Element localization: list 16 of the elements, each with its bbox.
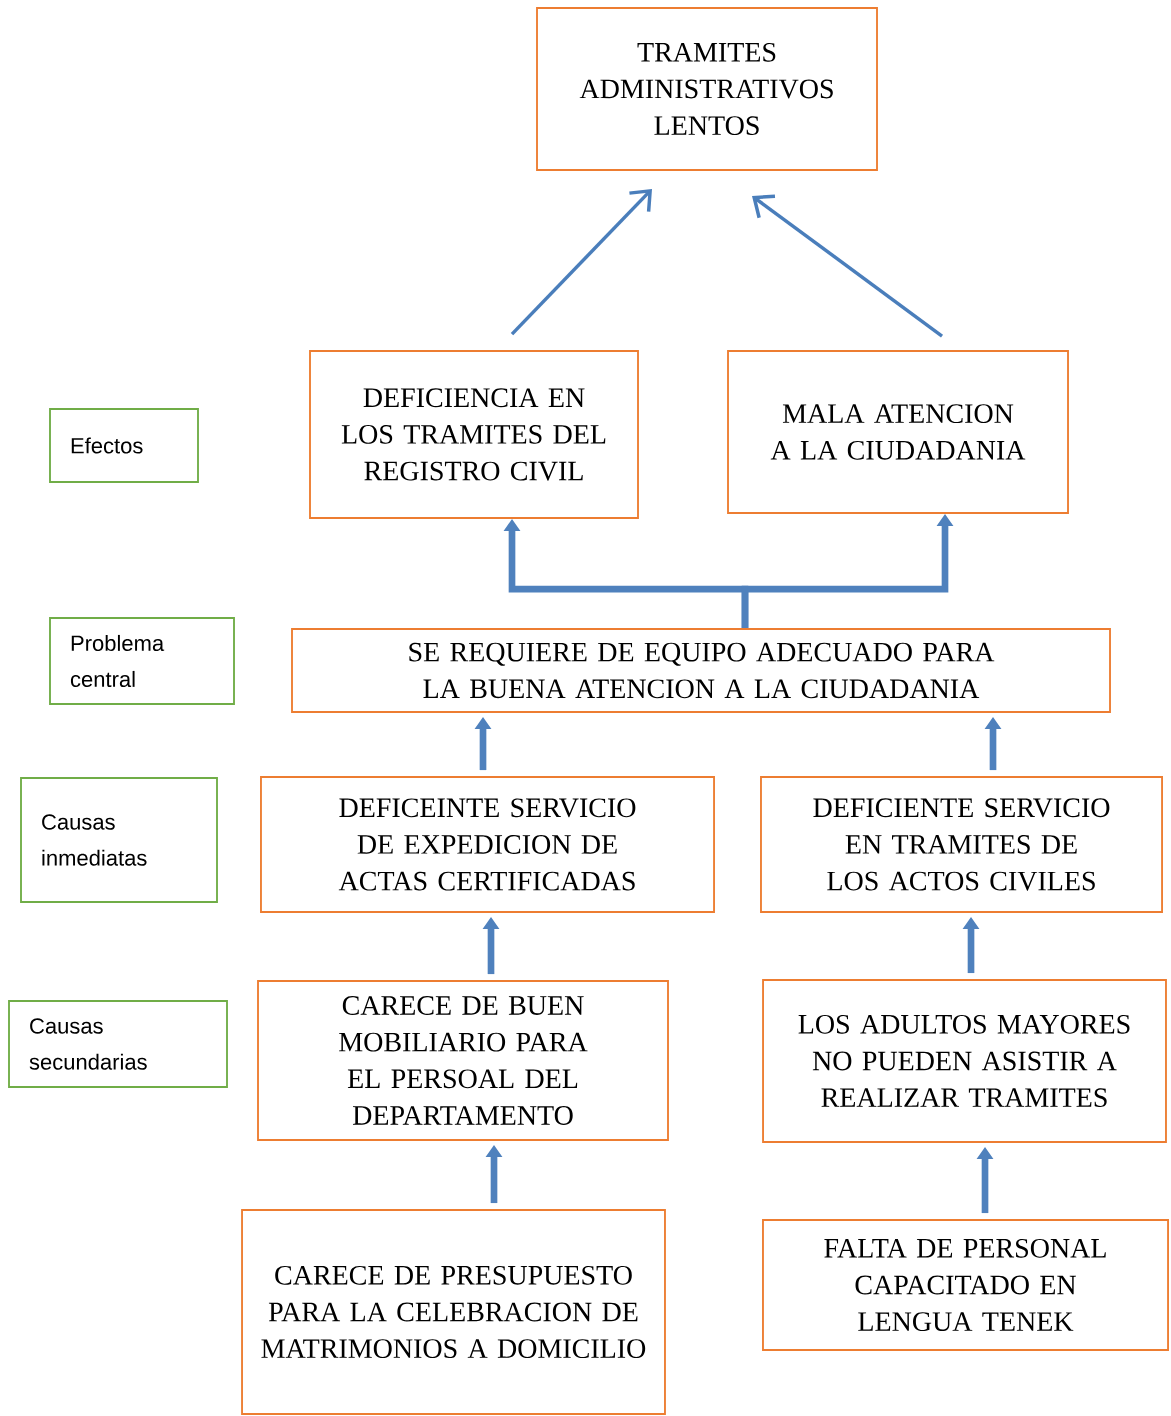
problem-box: TRAMITES ADMINISTRATIVOS LENTOS (536, 7, 878, 171)
problem-box: DEFICEINTE SERVICIO DE EXPEDICION DE ACTAS CERTIFICADAS (260, 776, 715, 913)
problem-box: DEFICIENTE SERVICIO EN TRAMITES DE LOS ACTOS CIVILES (760, 776, 1163, 913)
category-box: Efectos (49, 408, 199, 483)
category-box: Causas secundarias (8, 1000, 228, 1088)
category-box: Problema central (49, 617, 235, 705)
problem-box: CARECE DE BUEN MOBILIARIO PARA EL PERSOAL DEL DEPARTAMENTO (257, 980, 669, 1141)
problem-box: LOS ADULTOS MAYORES NO PUEDEN ASISTIR A REALIZAR TRAMITES (762, 979, 1167, 1143)
problem-box: SE REQUIERE DE EQUIPO ADECUADO PARA LA BUENA ATENCION A LA CIUDADANIA (291, 628, 1111, 713)
arrow (510, 188, 652, 336)
problem-box: DEFICIENCIA EN LOS TRAMITES DEL REGISTRO CIVIL (309, 350, 639, 519)
arrow (752, 194, 944, 338)
problem-box: FALTA DE PERSONAL CAPACITADO EN LENGUA TENEK (762, 1219, 1169, 1351)
problem-box: MALA ATENCION A LA CIUDADANIA (727, 350, 1069, 514)
category-box: Causas inmediatas (20, 777, 218, 903)
problem-box: CARECE DE PRESUPUESTO PARA LA CELEBRACION DE MATRIMONIOS A DOMICILIO (241, 1209, 666, 1415)
